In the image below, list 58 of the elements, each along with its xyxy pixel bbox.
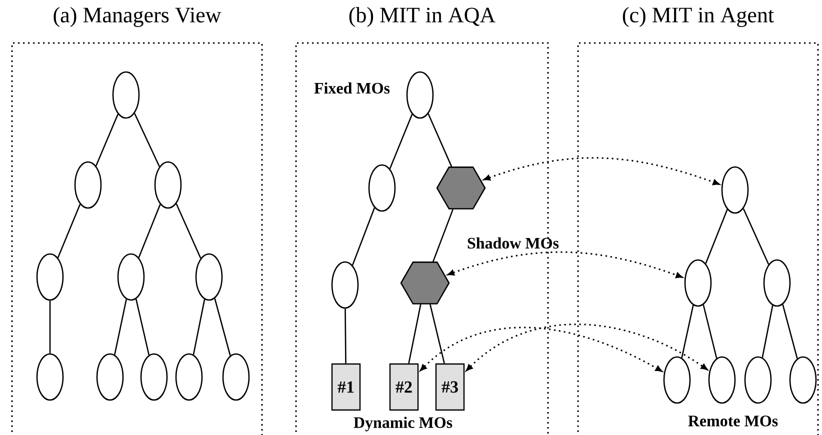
- panel: (a) Managers View: [11, 7, 263, 435]
- ellipse-node: [36, 253, 64, 301]
- ellipse-node: [96, 353, 124, 401]
- tree-line: [408, 304, 422, 364]
- group-label: Remote MOs: [688, 416, 778, 426]
- tree-line: [138, 204, 161, 258]
- dynamic-mo-box: #2: [389, 363, 419, 411]
- ellipse-node: [195, 253, 223, 301]
- tree-line: [57, 204, 81, 258]
- ellipse-node: [74, 161, 102, 209]
- tree-line: [352, 207, 376, 266]
- tree-line: [432, 209, 454, 262]
- tree-line: [742, 208, 770, 265]
- tree-line: [176, 203, 202, 259]
- tree-line: [135, 298, 150, 356]
- ellipse-node: [763, 259, 791, 307]
- ellipse-node: [154, 161, 182, 209]
- ellipse-node: [36, 353, 64, 401]
- tree-line: [430, 304, 445, 364]
- ellipse-node: [368, 164, 396, 212]
- group-label: Dynamic MOs: [354, 416, 452, 432]
- group-label: Shadow MOs: [468, 237, 559, 249]
- ellipse-node: [140, 353, 168, 401]
- dotted-arrow: [466, 324, 708, 372]
- dynamic-mo-box: #1: [331, 363, 361, 411]
- tree-line: [192, 299, 206, 355]
- ellipse-node: [112, 71, 140, 119]
- group-label: Fixed MOs: [314, 82, 390, 94]
- hexagon-node: [400, 262, 450, 304]
- tree-line: [428, 114, 452, 167]
- tree-line: [214, 298, 231, 356]
- ellipse-node: [117, 253, 145, 301]
- ellipse-node: [663, 356, 691, 404]
- ellipse-node: [406, 71, 434, 119]
- ellipse-node: [331, 261, 359, 309]
- tree-line: [344, 308, 346, 364]
- tree-line: [702, 304, 718, 358]
- ellipse-node: [222, 353, 250, 401]
- ellipse-node: [708, 356, 736, 404]
- tree-line: [134, 113, 160, 167]
- dotted-arrow: [420, 326, 662, 372]
- dynamic-mo-box: #3: [435, 363, 465, 411]
- ellipse-node: [175, 353, 203, 401]
- dotted-arrow: [484, 157, 720, 186]
- ellipse-node: [744, 356, 772, 404]
- tree-line: [389, 114, 413, 169]
- hexagon-node: [436, 166, 486, 210]
- tree-line: [782, 304, 798, 359]
- tree-line: [49, 300, 51, 354]
- ellipse-node: [789, 356, 817, 404]
- ellipse-node: [721, 166, 749, 214]
- dotted-arrow: [448, 251, 683, 278]
- tree-line: [114, 299, 127, 355]
- tree-line: [95, 114, 119, 166]
- tree-line: [681, 305, 694, 358]
- tree-line: [762, 305, 774, 358]
- tree-line: [705, 209, 728, 264]
- ellipse-node: [684, 259, 712, 307]
